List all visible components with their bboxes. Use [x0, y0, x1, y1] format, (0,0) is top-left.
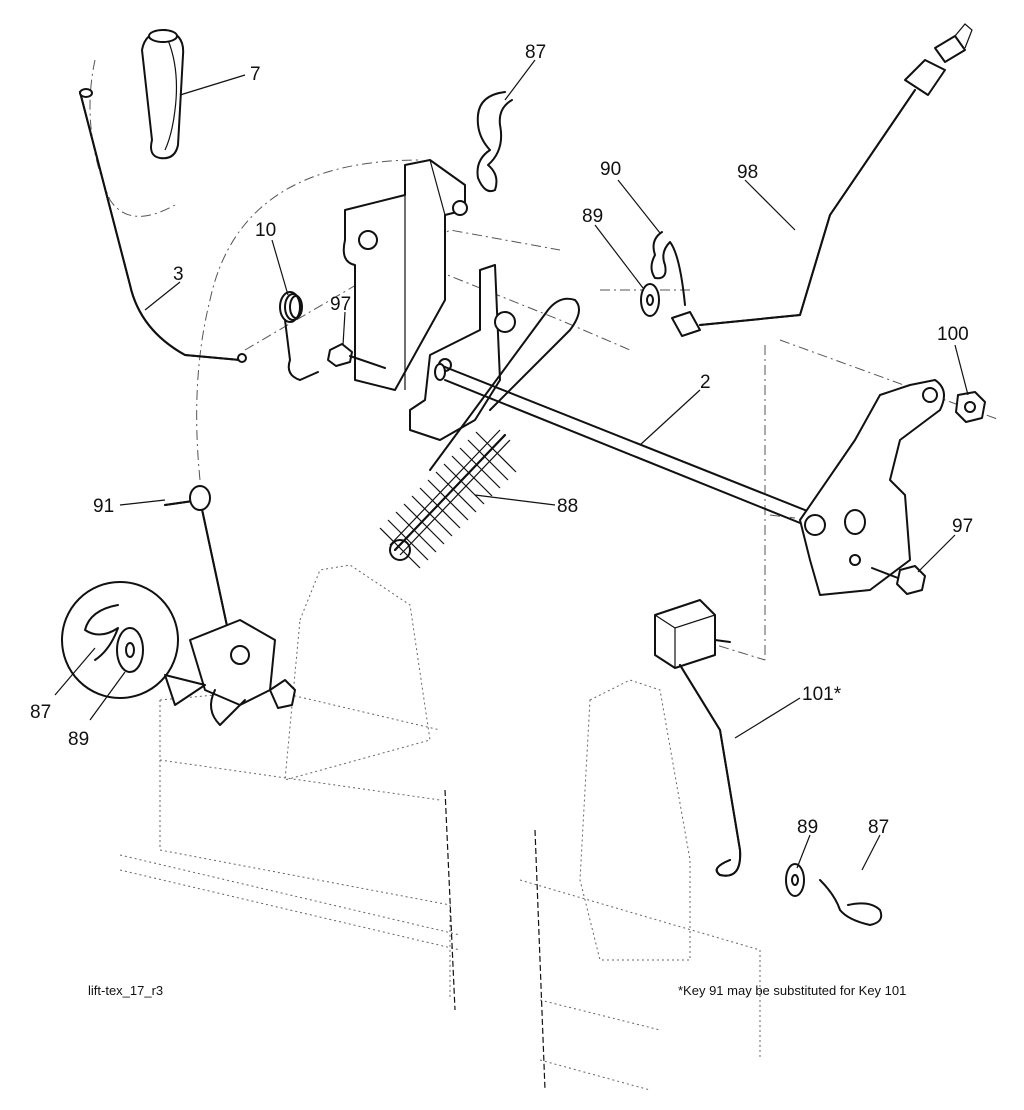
link-arm — [164, 485, 296, 726]
callout-100: 100 — [937, 324, 969, 345]
callout-7: 7 — [250, 64, 261, 85]
lift-arm-right — [799, 379, 945, 596]
callout-89-bottom: 89 — [797, 817, 818, 838]
callout-91: 91 — [93, 496, 114, 517]
callout-87-bottom: 87 — [868, 817, 889, 838]
leader-lines — [54, 59, 969, 871]
hairpin-clip-upper — [476, 91, 513, 193]
hex-nut — [955, 391, 986, 423]
callout-97-left: 97 — [330, 294, 351, 315]
hairpin-clip-lower-right — [819, 879, 883, 926]
extension-spring — [389, 297, 580, 561]
callout-90: 90 — [600, 159, 621, 180]
footnote: *Key 91 may be substituted for Key 101 — [678, 983, 906, 998]
callout-87-inset: 87 — [30, 702, 51, 723]
flange-bolt-upper — [327, 343, 386, 369]
handle-grip — [141, 29, 185, 160]
alternate-link-arm — [654, 599, 742, 877]
callout-101: 101* — [802, 684, 842, 705]
callout-89-top: 89 — [582, 206, 603, 227]
callout-2: 2 — [700, 372, 711, 393]
lift-shaft — [434, 363, 831, 536]
callout-97-right: 97 — [952, 516, 973, 537]
callout-98: 98 — [737, 162, 758, 183]
callout-10: 10 — [255, 220, 276, 241]
callout-88: 88 — [557, 496, 578, 517]
callout-labels: 7 87 90 98 10 89 3 97 100 2 88 91 97 87 … — [30, 42, 973, 838]
callout-87-top: 87 — [525, 42, 546, 63]
washer-lower-right — [785, 863, 805, 897]
hairpin-clip-90 — [650, 231, 686, 306]
inset-detail — [61, 581, 206, 706]
adjuster-rod — [671, 23, 973, 337]
flange-bolt-lower — [871, 565, 926, 595]
torsion-spring — [279, 291, 319, 381]
callout-89-inset: 89 — [68, 729, 89, 750]
mounting-bracket — [342, 159, 468, 391]
callout-3: 3 — [173, 264, 184, 285]
washer-upper — [640, 283, 660, 317]
lift-handle-rod — [79, 88, 247, 363]
spring-coils — [379, 431, 517, 569]
figure-id: lift-tex_17_r3 — [88, 983, 163, 998]
